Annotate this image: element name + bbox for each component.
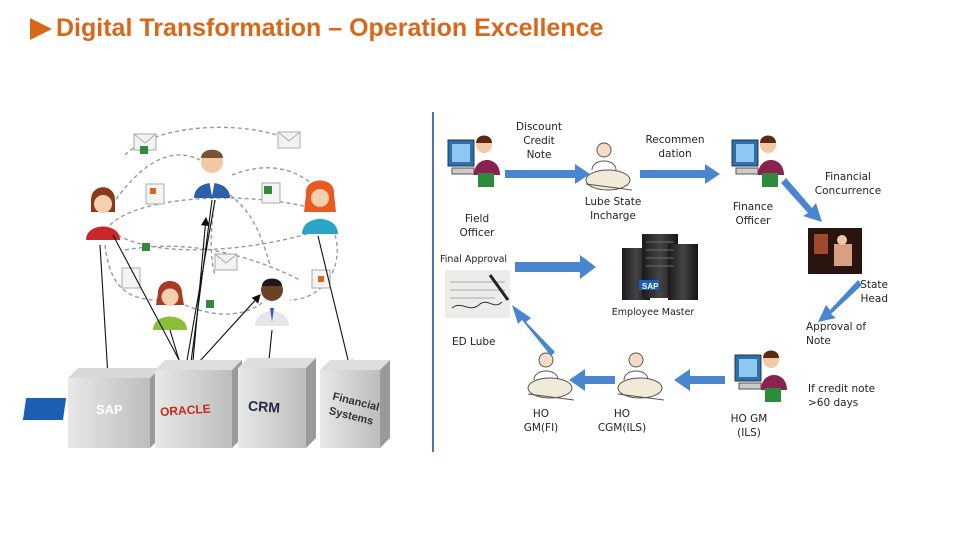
label-ho-gm-ils: HO GM (ILS)	[730, 413, 768, 440]
flow-arrow-right	[640, 164, 720, 184]
label-employee-master: Employee Master	[611, 307, 695, 318]
system-box-crm: CRM	[238, 358, 316, 448]
label-approval-of-note: Approval of Note	[806, 321, 867, 348]
system-box-financial: FinancialSystems	[320, 360, 390, 448]
label-final-approval: Final Approval	[440, 254, 508, 265]
label-if-credit-note: If credit note >60 days	[808, 383, 876, 410]
computer-user-icon	[447, 135, 787, 402]
section-divider	[432, 112, 434, 452]
title-bullet-icon	[30, 17, 52, 40]
label-discount-credit-note: Discount Credit Note	[515, 121, 563, 162]
slide-title: Digital Transformation – Operation Excel…	[56, 14, 604, 42]
label-ho-cgm-ils: HO CGM(ILS)	[597, 408, 647, 435]
approval-signature-image	[445, 270, 510, 318]
system-crm-label: CRM	[248, 397, 281, 415]
label-ho-gm-fi: HO GM(FI)	[523, 408, 559, 435]
person-avatar-woman-green	[153, 281, 187, 330]
flow-arrow-left	[569, 369, 615, 391]
state-head-photo	[808, 228, 862, 274]
workflow-diagram: SAP	[445, 135, 862, 402]
excel-icon	[140, 146, 324, 308]
flow-arrow-diagonal	[781, 178, 822, 222]
sap-server-icon: SAP	[622, 234, 698, 300]
label-recommendation: Recommen dation	[645, 134, 705, 161]
flow-arrow-right	[515, 255, 596, 279]
label-financial-concurrence: Financial Concurrence	[814, 171, 882, 198]
flow-arrow-diagonal	[512, 305, 555, 356]
label-ed-lube: ED Lube	[452, 336, 496, 348]
system-box-sap: SAP	[22, 368, 160, 448]
flow-arrows	[505, 164, 862, 391]
person-avatar-man-dark	[255, 278, 289, 326]
system-oracle-label: ORACLE	[160, 402, 212, 420]
label-finance-officer: Finance Officer	[732, 201, 774, 228]
label-state-head: State Head	[860, 279, 888, 306]
system-box-oracle: ORACLE	[155, 360, 242, 448]
slide-title-wrap: Digital Transformation – Operation Excel…	[30, 14, 603, 43]
label-lube-state-incharge: Lube State Incharge	[584, 196, 642, 223]
flow-arrow-diagonal	[818, 280, 862, 322]
label-field-officer: Field Officer	[459, 213, 495, 240]
system-sap-label: SAP	[96, 402, 123, 417]
person-avatar-man-blue	[194, 149, 230, 198]
flow-arrow-right	[505, 164, 590, 184]
person-avatar-woman-red	[86, 187, 120, 240]
network-diagram: SAP ORACLE CRM FinancialSystems	[22, 126, 390, 448]
email-icon	[121, 131, 331, 289]
officer-desk-icon	[527, 142, 665, 401]
flow-arrow-left	[674, 369, 725, 391]
server-brand-label: SAP	[642, 282, 659, 291]
person-avatar-woman-orange	[302, 180, 338, 234]
